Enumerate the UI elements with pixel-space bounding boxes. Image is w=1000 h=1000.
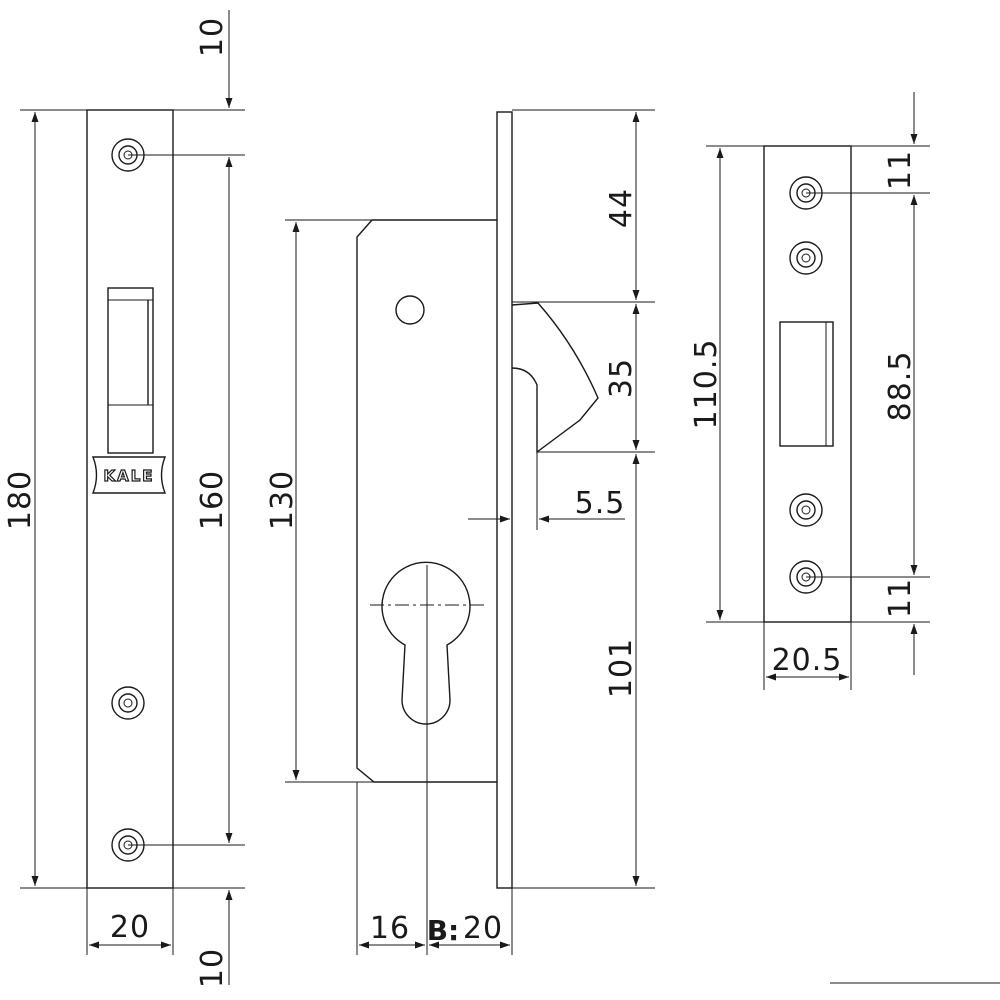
strike-screw-3 [789,493,823,527]
faceplate-view: KALE 180 160 10 10 20 [3,10,245,988]
dim-top-to-hook: 44 [604,188,639,228]
strike-screw-2 [789,241,823,275]
dim-body-height: 130 [265,470,300,530]
lock-body-view: 130 44 35 101 5.5 16 B: 20 [265,109,655,955]
cylinder-hole [370,561,485,955]
dim-hook-to-bottom: 101 [604,638,639,698]
dim-strike-width: 20.5 [772,643,843,678]
dim-faceplate-bottom: 10 [195,948,230,988]
dim-backset-value: 20 [463,911,503,946]
faceplate-screw-middle [111,686,145,720]
dim-faceplate-screw-spacing: 160 [195,470,230,530]
dim-strike-height: 110.5 [689,339,724,430]
dim-strike-top-screw: 11 [883,150,918,190]
dim-hook-height: 35 [604,358,639,398]
spindle-hole [395,295,425,325]
dim-faceplate-width: 20 [110,910,150,945]
faceplate-latch-window [107,287,154,454]
strike-plate-outline [763,145,852,623]
hook-bolt [511,302,599,454]
brand-logo: KALE [91,456,167,494]
dim-faceplate-height: 180 [3,470,38,530]
dim-strike-bottom-screw: 11 [883,578,918,618]
dim-strike-screw-spacing: 88.5 [883,351,918,422]
dim-hook-offset: 5.5 [575,486,626,521]
svg-text:KALE: KALE [103,467,154,485]
lock-body-outline [356,219,497,783]
dim-backset-label: B: [427,914,460,947]
dim-cylinder-offset: 16 [370,911,410,946]
dim-faceplate-top: 10 [195,17,230,57]
strike-plate-view: 110.5 11 88.5 11 20.5 [689,92,930,690]
strike-plate-opening [779,321,834,447]
lock-front-plate [496,111,513,889]
faceplate-outline [86,109,174,889]
